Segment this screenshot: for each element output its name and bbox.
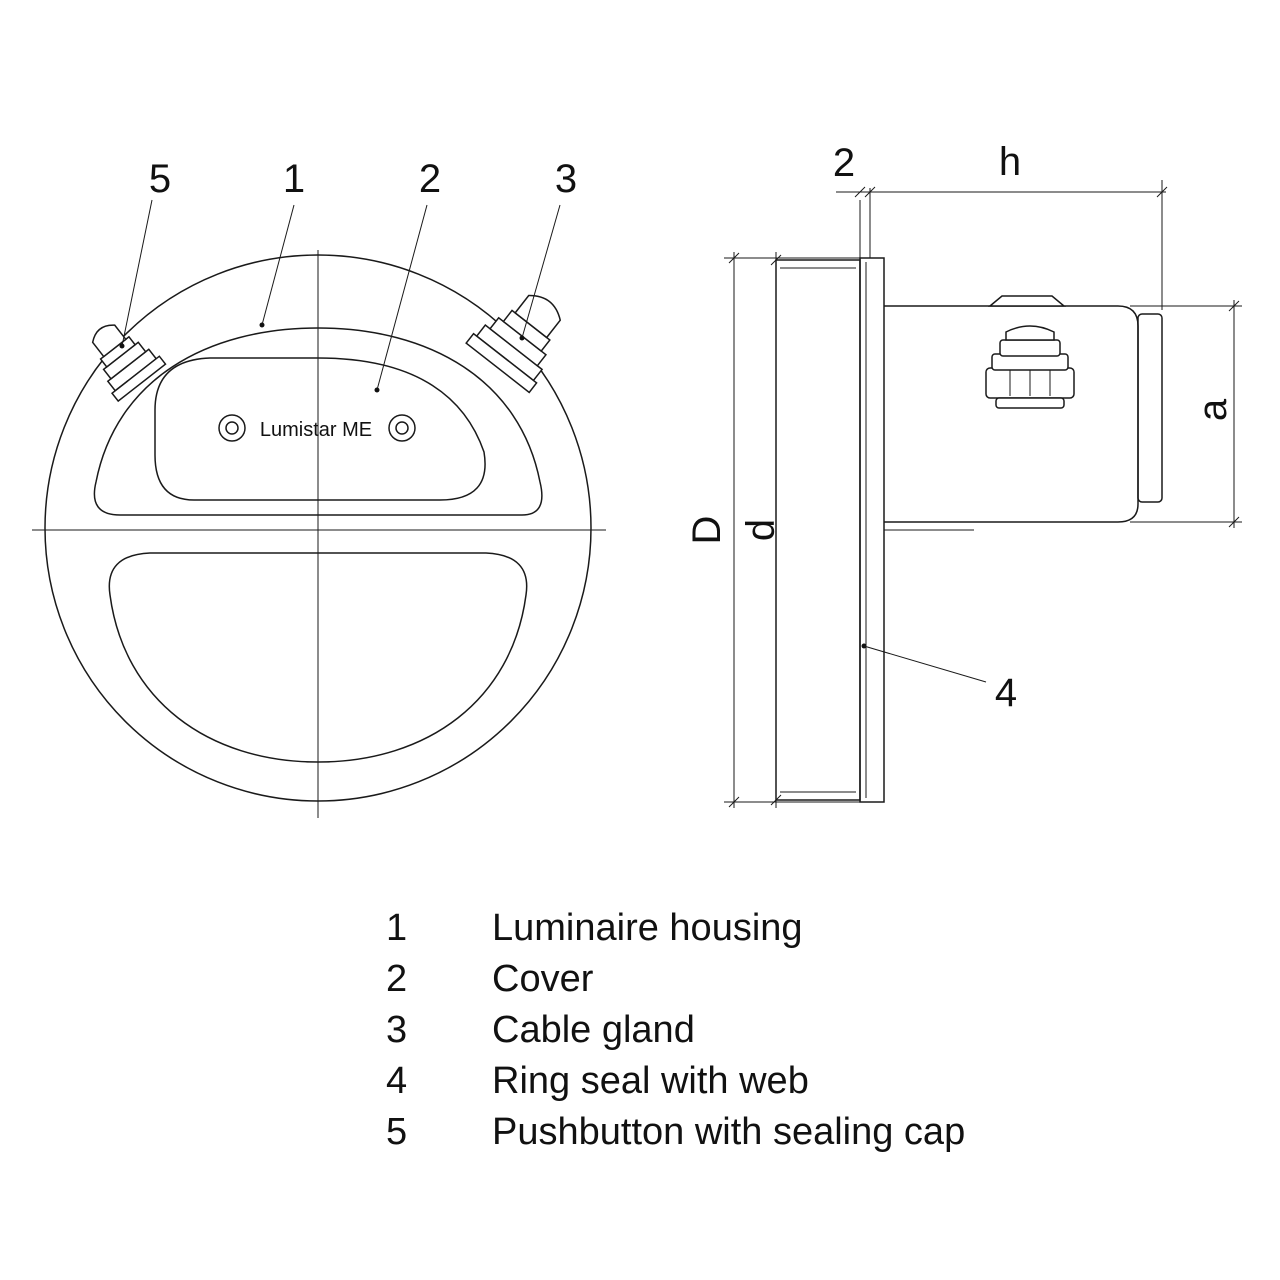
upper-frame-opening — [93, 327, 543, 516]
legend-number: 1 — [386, 907, 408, 949]
legend-item: 5 Pushbutton with sealing cap — [380, 1107, 1080, 1158]
dim-label-a: a — [1191, 398, 1235, 421]
dim-label-d: d — [739, 519, 783, 541]
leader-dot — [374, 387, 380, 393]
callout-4: 4 — [995, 671, 1017, 715]
screw-icon — [388, 414, 416, 442]
callout-2: 2 — [419, 157, 441, 201]
leader-5 — [121, 199, 153, 347]
legend-item: 4 Ring seal with web — [380, 1056, 1080, 1107]
legend-number: 4 — [386, 1060, 408, 1102]
legend-text: Luminaire housing — [492, 907, 803, 949]
housing-outer-circle — [44, 254, 592, 802]
lower-frame-opening — [108, 552, 528, 763]
leader-4 — [863, 645, 987, 683]
legend-number: 3 — [386, 1009, 408, 1051]
legend-item: 2 Cover — [380, 954, 1080, 1005]
legend-text: Ring seal with web — [492, 1060, 809, 1102]
brand-label: Lumistar ME — [260, 419, 372, 441]
front-view: Lumistar ME 5 1 2 3 — [32, 157, 606, 818]
leader-dot — [259, 322, 265, 328]
legend-item: 3 Cable gland — [380, 1005, 1080, 1056]
legend-text: Cable gland — [492, 1009, 695, 1051]
screw-icon — [218, 414, 246, 442]
cable-gland-icon — [465, 294, 562, 394]
leader-dot — [119, 343, 125, 349]
callout-1: 1 — [283, 157, 305, 201]
side-view: 2 h a D d 4 — [685, 140, 1242, 808]
dim-label-D: D — [685, 516, 729, 545]
callout-3: 3 — [555, 157, 577, 201]
cover-plate — [154, 357, 486, 501]
leader-1 — [261, 204, 295, 326]
dim-label-2: 2 — [833, 141, 855, 185]
parts-legend: 1 Luminaire housing 2 Cover 3 Cable glan… — [380, 903, 1080, 1158]
leader-2 — [376, 204, 428, 391]
leader-dot — [519, 335, 525, 341]
cable-gland-side-icon — [985, 295, 1075, 409]
leader-3 — [521, 204, 561, 339]
legend-text: Pushbutton with sealing cap — [492, 1111, 966, 1153]
legend-number: 5 — [386, 1111, 408, 1153]
ring-body — [775, 259, 861, 801]
flange — [859, 257, 885, 803]
dim-label-h: h — [999, 140, 1021, 184]
legend-text: Cover — [492, 958, 594, 1000]
legend-number: 2 — [386, 958, 408, 1000]
legend-item: 1 Luminaire housing — [380, 903, 1080, 954]
pushbutton-icon — [91, 324, 167, 403]
callout-5: 5 — [149, 157, 171, 201]
